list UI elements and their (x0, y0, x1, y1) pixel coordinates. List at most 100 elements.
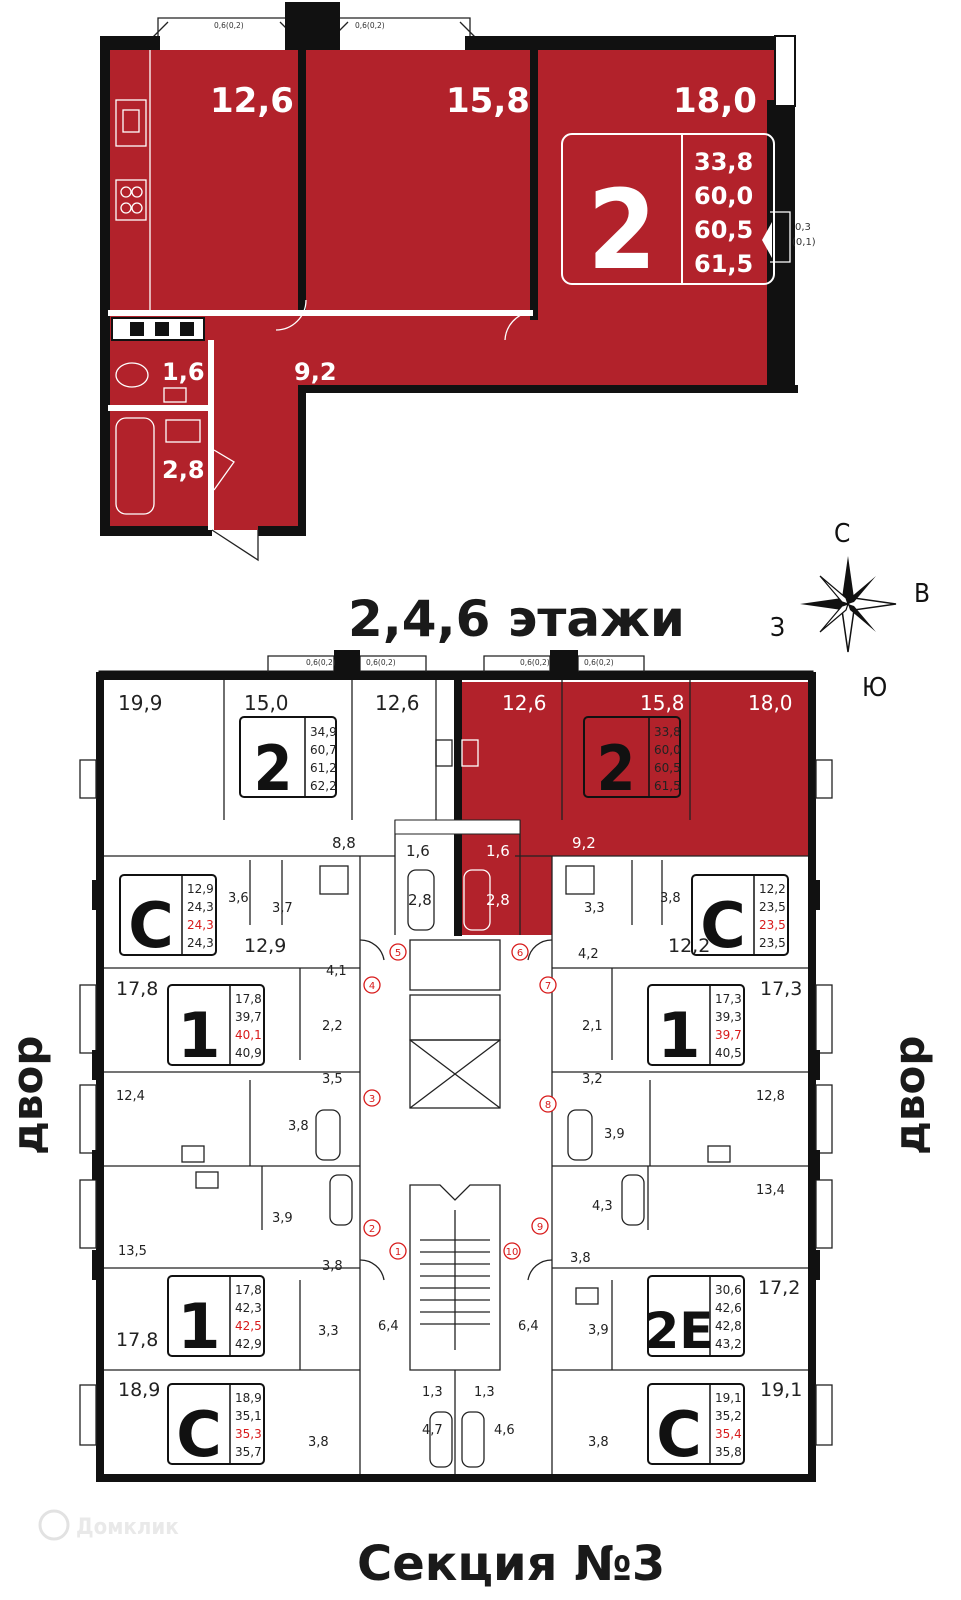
small-area-right-3-3: 3,8 (570, 1251, 591, 1266)
badge-right-3-type: 2Е (645, 1302, 714, 1360)
badge-apt2-right-a4: 61,5 (654, 779, 681, 793)
stair-number-10: 10 (506, 1247, 519, 1258)
hall-9-2: 9,2 (572, 834, 596, 852)
section-title: Секция №3 (357, 1536, 665, 1592)
small-area-left-4-3: 4,7 (422, 1423, 443, 1438)
badge-left-3-area-3: 42,5 (235, 1319, 262, 1333)
stair-marker-6 (511, 943, 529, 961)
badge-left-3-area-2: 42,3 (235, 1301, 262, 1315)
small-area-right-3-4: 3,9 (588, 1323, 609, 1338)
top-apartment-plan: 0,6(0,2) 0,6(0,2) (100, 2, 816, 562)
top-bath-area: 2,8 (162, 456, 205, 484)
badge-left-2-type: 1 (177, 999, 220, 1072)
badge-apt2-right-rooms: 2 (597, 732, 636, 805)
badge-right-1-frame (691, 874, 789, 956)
room-right-4: 19,1 (760, 1379, 802, 1401)
stair-number-2: 2 (369, 1224, 375, 1235)
top-badge-area-1: 33,8 (694, 148, 753, 176)
stairs (420, 1210, 490, 1350)
badge-left-4-type: С (176, 1398, 222, 1471)
stair-number-3: 3 (369, 1094, 375, 1105)
badge-left-3-type: 1 (177, 1290, 220, 1363)
small-area-left-3-4: 3,3 (318, 1324, 339, 1339)
small-area-right-1-2: 3,8 (660, 891, 681, 906)
badge-right-3-area-1: 30,6 (715, 1283, 742, 1297)
badge-left-4-area-1: 18,9 (235, 1391, 262, 1405)
room-19-9: 19,9 (118, 691, 163, 715)
compass-east: В (914, 579, 930, 609)
badge-right-2-area-1: 17,3 (715, 992, 742, 1006)
stair-number-9: 9 (537, 1222, 543, 1233)
small-area-left-3-1: 3,9 (272, 1211, 293, 1226)
badge-right-1-area-4: 23,5 (759, 936, 786, 950)
bath-left-2-8: 2,8 (408, 891, 432, 909)
small-area-left-1-3: 4,1 (326, 964, 347, 979)
small-area-right-2-3: 12,8 (756, 1089, 785, 1104)
small-area-left-3-3: 3,8 (322, 1259, 343, 1274)
small-area-right-4-2: 1,3 (474, 1385, 495, 1400)
badge-left-1-frame (119, 874, 217, 956)
compass-rose: С В З Ю (770, 519, 930, 703)
stair-marker-5 (389, 943, 407, 961)
small-area-right-1-3: 4,2 (578, 947, 599, 962)
small-area-right-3-1: 13,4 (756, 1183, 785, 1198)
room-15-0: 15,0 (244, 691, 289, 715)
badge-apt2-left-rooms: 2 (254, 732, 293, 805)
badge-apt2-left-a4: 62,2 (310, 779, 337, 793)
bath-fixtures (181, 739, 731, 1468)
stair-marker-1 (389, 1242, 407, 1260)
stair-number-4: 4 (369, 981, 375, 992)
side-balcony-label-1: 0,3 (795, 222, 811, 233)
top-kitchen-area: 12,6 (210, 81, 294, 121)
top-badge-area-3: 60,5 (694, 216, 753, 244)
badge-right-3-area-4: 43,2 (715, 1337, 742, 1351)
badge-left-1-area-2: 24,3 (187, 900, 214, 914)
badge-right-1-area-2: 23,5 (759, 900, 786, 914)
watermark-text: Домклик (76, 1515, 179, 1540)
small-area-right-2-4: 3,9 (604, 1127, 625, 1142)
side-label-right: двор (885, 1036, 934, 1155)
badge-right-4-area-1: 19,1 (715, 1391, 742, 1405)
room-left-4: 18,9 (118, 1379, 160, 1401)
badge-apt2-left: 2 34,9 60,7 61,2 62,2 (239, 716, 337, 805)
top-balcony-2: 0,6(0,2) (366, 658, 396, 667)
small-area-right-1-1: 3,3 (584, 901, 605, 916)
badge-right-4-type: С (656, 1398, 702, 1471)
side-balcony-label-2: (0,1) (792, 237, 816, 248)
room-right-3: 17,2 (758, 1277, 800, 1299)
badge-right-4-frame (647, 1383, 745, 1465)
top-room2-area: 18,0 (673, 81, 757, 121)
small-area-right-4-1: 3,8 (588, 1435, 609, 1450)
room-right-2: 17,3 (760, 978, 802, 1000)
room-right-1: 12,2 (668, 935, 710, 957)
room-left-2: 17,8 (116, 978, 158, 1000)
side-balconies (79, 759, 833, 1446)
top-badge-area-4: 61,5 (694, 250, 753, 278)
kitchen-right-12-6: 12,6 (502, 691, 547, 715)
badge-left-2-area-4: 40,9 (235, 1046, 262, 1060)
badge-left-3-frame (167, 1275, 265, 1357)
badge-left-2-area-2: 39,7 (235, 1010, 262, 1024)
badge-right-1-area-3: 23,5 (759, 918, 786, 932)
bath-right-2-8: 2,8 (486, 891, 510, 909)
small-area-right-2-2: 3,2 (582, 1072, 603, 1087)
stair-number-6: 6 (517, 948, 523, 959)
stair-marker-2 (363, 1219, 381, 1237)
compass-north: С (834, 519, 850, 549)
stair-marker-10 (503, 1242, 521, 1260)
small-area-left-4-1: 3,8 (308, 1435, 329, 1450)
badge-right-2-frame (647, 984, 745, 1066)
top-badge-rooms: 2 (588, 166, 657, 294)
badge-apt2-left-a1: 34,9 (310, 725, 337, 739)
top-hall-area: 9,2 (294, 358, 337, 386)
badge-left-2-area-3: 40,1 (235, 1028, 262, 1042)
top-balcony-1: 0,6(0,2) (306, 658, 336, 667)
top-toilet-area: 1,6 (162, 358, 205, 386)
small-area-left-1-2: 3,7 (272, 901, 293, 916)
